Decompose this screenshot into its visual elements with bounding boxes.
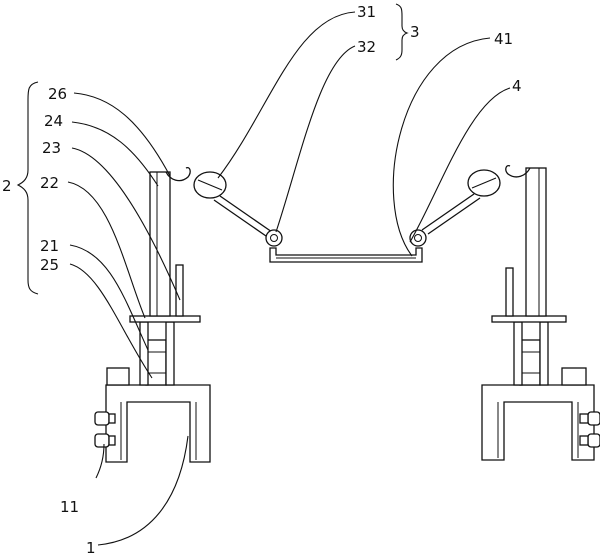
left-guide-rail — [175, 264, 184, 317]
right-side-block — [561, 367, 587, 386]
left-lower-cylinder — [145, 339, 167, 386]
left-hinge — [265, 229, 283, 247]
label-1: 1 — [86, 539, 96, 557]
right-guide-rail — [505, 267, 514, 317]
right-plate — [491, 315, 567, 323]
suspension-system — [193, 169, 501, 263]
label-41: 41 — [494, 30, 513, 48]
callout-labels: 26 24 23 22 21 25 2 31 32 3 41 4 11 1 — [2, 3, 522, 557]
right-screw-knobs — [579, 411, 600, 448]
left-plate — [129, 315, 201, 323]
leader-lines — [16, 3, 511, 546]
label-21: 21 — [40, 237, 59, 255]
label-2: 2 — [2, 177, 12, 195]
right-assembly — [481, 164, 600, 461]
label-3: 3 — [410, 23, 420, 41]
left-hook — [165, 166, 191, 182]
right-hook — [505, 164, 531, 178]
cross-bar — [269, 247, 423, 263]
left-assembly — [94, 166, 211, 463]
right-lower-cylinder — [519, 339, 541, 386]
label-26: 26 — [48, 85, 67, 103]
label-23: 23 — [42, 139, 61, 157]
label-32: 32 — [357, 38, 376, 56]
label-31: 31 — [357, 3, 376, 21]
label-22: 22 — [40, 174, 59, 192]
left-post — [149, 171, 171, 317]
left-screw-knobs — [94, 411, 116, 448]
right-clamp-base — [481, 384, 595, 461]
label-11: 11 — [60, 498, 79, 516]
label-24: 24 — [44, 112, 63, 130]
right-post — [525, 167, 547, 317]
label-4: 4 — [512, 77, 522, 95]
left-clamp-base — [105, 384, 211, 463]
label-25: 25 — [40, 256, 59, 274]
left-side-block — [106, 367, 130, 386]
